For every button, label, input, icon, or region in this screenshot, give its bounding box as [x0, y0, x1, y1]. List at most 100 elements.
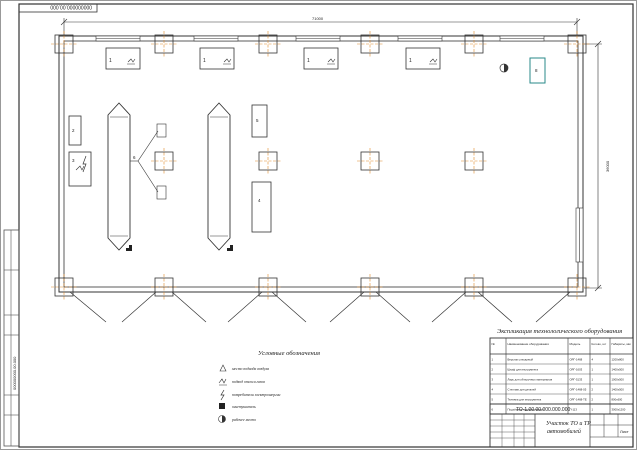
column [255, 274, 281, 300]
half-circle-icon [499, 63, 509, 73]
table-cell: 5 [492, 397, 494, 401]
column [51, 31, 77, 57]
inspection-pit-1 [107, 102, 131, 251]
table-cell: Стеллаж для деталей [508, 387, 537, 391]
legend-item-air: место подвода воздуха [219, 364, 269, 372]
stamp-top-left-text: 000000000.00.000 [50, 4, 92, 10]
exhaust-symbol-icon [75, 165, 85, 171]
table-header: № [492, 342, 496, 346]
column [461, 148, 487, 174]
legend-item-power: потребители электроэнергии [220, 389, 280, 401]
table-cell: ОРГ-1468 [570, 357, 583, 361]
column [357, 274, 383, 300]
hoist-num: 6 [133, 155, 136, 160]
legend-item-air-text: место подвода воздуха [231, 367, 269, 371]
column [255, 31, 281, 57]
cabinet-top-right: 8 [529, 57, 546, 84]
table-header: Габариты, мм [612, 342, 631, 346]
table-cell: ОРГ-1603 [570, 367, 583, 371]
table-cell: 1000х500 [612, 377, 625, 381]
triangle-outline-icon [219, 364, 227, 372]
exhaust-symbol-icon [127, 58, 136, 65]
door-swings [69, 291, 571, 323]
workbench-3: 1 [303, 47, 339, 70]
legend-item-extinguisher: огнетушитель [219, 403, 256, 409]
filled-square-icon [219, 403, 225, 409]
title-sheet-label: Лист [620, 429, 629, 434]
table-cell: 1400х500 [612, 387, 625, 391]
legend-item-workplace: рабочее место [218, 415, 256, 423]
half-circle-icon [218, 415, 226, 423]
hoist-connectors [130, 123, 167, 200]
filled-square-icon [126, 245, 132, 251]
workbench-2-num: 1 [203, 58, 206, 64]
table-cell: 1 [592, 407, 594, 411]
table-cell: 2 [592, 397, 594, 401]
table-header: Модель [570, 342, 581, 346]
column [51, 274, 77, 300]
column [461, 274, 487, 300]
lightning-icon [220, 389, 225, 401]
title-name-line1: Участок ТО и ТР [546, 421, 591, 427]
table-cell: ОРГ-1468-05 [570, 387, 587, 391]
drawing-number: ТО-1.00.00.000.000.000 [516, 407, 570, 413]
column [151, 274, 177, 300]
table-cell: 800х600 [612, 397, 623, 401]
column [357, 31, 383, 57]
workbench-3-num: 1 [307, 58, 310, 64]
exhaust-symbol-icon [429, 58, 438, 65]
lightning-icon [82, 155, 87, 173]
building-walls [58, 35, 584, 293]
dimension-right-label: 36000 [605, 160, 610, 172]
dimension-top-label: 71000 [312, 16, 324, 21]
workbench-1: 1 [105, 47, 141, 70]
stamp-top-left: 000000000.00.000 [18, 4, 98, 13]
workbench-4: 1 [405, 47, 441, 70]
inspection-pit-2 [207, 102, 231, 251]
equipment-table-title: Экспликация технологического оборудовани… [497, 328, 622, 335]
table-cell: 1 [592, 367, 594, 371]
table-cell: 4 [592, 357, 594, 361]
equipment-mid-1: 5 [251, 104, 268, 138]
workbench-4-num: 1 [409, 58, 412, 64]
table-cell: 3 [492, 377, 494, 381]
column [357, 148, 383, 174]
dimension-right [584, 40, 602, 292]
equipment-left-1-num: 2 [72, 128, 75, 133]
table-cell: П-113 [570, 407, 578, 411]
table-cell: Верстак слесарный [508, 357, 534, 361]
exhaust-symbol-icon [327, 58, 336, 65]
binding-strip: 000000000.00.000 [3, 229, 20, 447]
table-cell: Ларь для обтирочных материалов [508, 377, 553, 381]
right-wall-door [575, 207, 584, 263]
table-cell: 1 [592, 377, 594, 381]
table-cell: ОРГ-5133 [570, 377, 583, 381]
column [461, 31, 487, 57]
table-cell: 1400х500 [612, 367, 625, 371]
equipment-mid-1-num: 5 [256, 118, 259, 123]
legend-item-exhaust: подвод отсоса газов [218, 378, 265, 386]
equipment-left-2-num: 3 [72, 158, 75, 163]
equipment-mid-2-num: 4 [258, 198, 261, 203]
workbench-2: 1 [199, 47, 235, 70]
column [255, 148, 281, 174]
structural-columns [51, 31, 590, 300]
top-windows [95, 35, 545, 42]
table-cell: 1 [492, 357, 494, 361]
title-block [489, 403, 634, 448]
table-cell: Шкаф для инструмента [508, 367, 539, 371]
exhaust-symbol-icon [218, 378, 227, 386]
column [151, 148, 177, 174]
table-cell: Подъёмник гидравлический [508, 407, 545, 411]
legend: Условные обозначения место подвода возду… [218, 350, 320, 423]
inner-frame [18, 3, 634, 448]
equipment-left-2: 3 [68, 151, 92, 187]
column [564, 274, 590, 300]
legend-item-exhaust-text: подвод отсоса газов [232, 380, 265, 384]
stamp-top-left-rotated: 000000000.00.000 [12, 356, 17, 390]
equipment-mid-2: 4 [251, 181, 272, 233]
table-header: Кол-во, шт [592, 342, 607, 346]
exhaust-symbol-icon [223, 58, 232, 65]
